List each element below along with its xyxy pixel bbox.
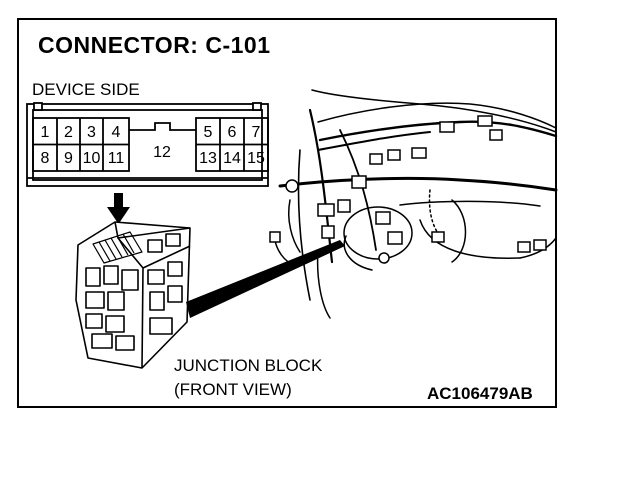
- pin-label: 6: [228, 124, 237, 141]
- pin-label: 8: [41, 150, 50, 167]
- pin-label: 9: [64, 150, 73, 167]
- junction-block-label-line: (FRONT VIEW): [174, 380, 292, 399]
- pin-label: 10: [83, 150, 101, 167]
- pin-label: 14: [223, 150, 241, 167]
- pin-label: 2: [64, 124, 73, 141]
- figure-code: AC106479AB: [427, 384, 533, 403]
- pin-label: 4: [112, 124, 121, 141]
- device-side-label: DEVICE SIDE: [32, 80, 140, 99]
- pin-label: 11: [108, 150, 125, 167]
- connector-pin-labels: 1 2 3 4 5 6 7 8 9 10 11 12 13 14 15: [41, 124, 265, 167]
- pin-label: 3: [87, 124, 96, 141]
- pin-label: 5: [204, 124, 213, 141]
- pin-label: 13: [199, 150, 217, 167]
- connector-title: CONNECTOR: C-101: [38, 32, 271, 58]
- junction-block-label-line: JUNCTION BLOCK: [174, 356, 323, 375]
- pin-label: 12: [153, 144, 171, 161]
- instrument-panel-drawing: [269, 89, 558, 319]
- junction-block-drawing: [75, 221, 191, 369]
- connector-face: [26, 102, 269, 187]
- pin-label: 15: [247, 150, 265, 167]
- pin-label: 7: [252, 124, 261, 141]
- location-pointer: [186, 240, 345, 318]
- pin-label: 1: [41, 124, 50, 141]
- down-arrow-icon: [107, 193, 130, 224]
- junction-block-label: JUNCTION BLOCK (FRONT VIEW): [174, 354, 322, 402]
